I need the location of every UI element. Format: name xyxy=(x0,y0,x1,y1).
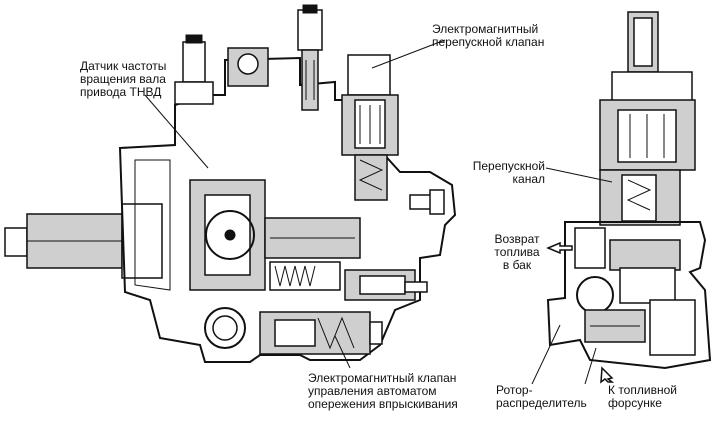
label-to-injector: К топливной форсунке xyxy=(608,383,677,410)
internal-mechanism xyxy=(189,179,428,301)
pump-left-view xyxy=(4,4,457,363)
pump-right-view xyxy=(546,11,712,370)
label-rotor-distributor: Ротор- распределитель xyxy=(496,383,587,410)
leader-lines xyxy=(144,39,613,385)
injector-arrow xyxy=(600,366,615,384)
label-rpm-sensor: Датчик частоты вращения вала привода ТНВ… xyxy=(80,59,167,99)
label-fuel-return: Возврат топлива в бак xyxy=(494,232,540,272)
label-bypass-solenoid: Электромагнитный перепускной клапан xyxy=(432,22,545,49)
label-bypass-channel: Перепускной канал xyxy=(472,159,545,186)
rpm-sensor-body xyxy=(174,34,269,105)
timing-solenoid-valve xyxy=(204,307,383,355)
drive-shaft xyxy=(4,203,163,279)
fuel-return-arrow xyxy=(546,241,573,255)
delivery-valve-column xyxy=(297,4,323,111)
label-timing-solenoid: Электромагнитный клапан управления автом… xyxy=(308,371,458,411)
bypass-solenoid-valve xyxy=(341,54,445,215)
